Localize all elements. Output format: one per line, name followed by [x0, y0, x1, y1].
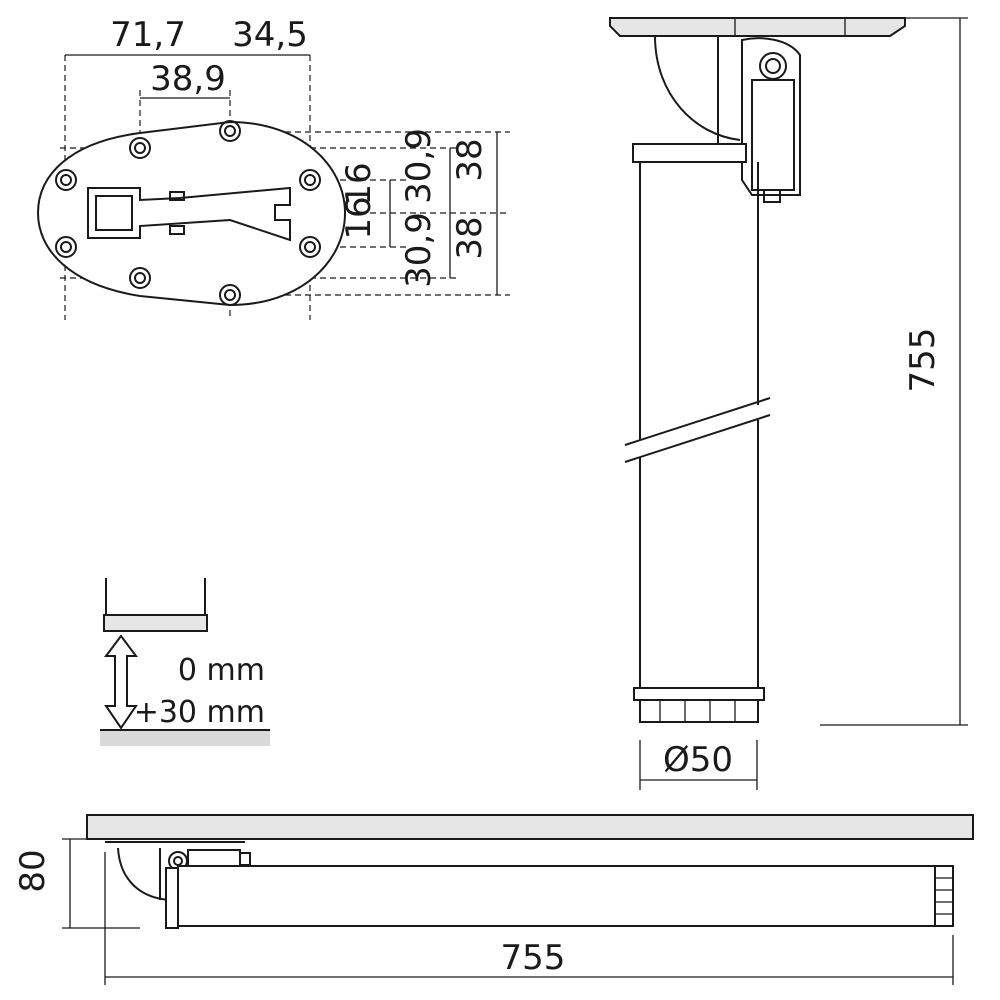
- adjustment-max-label: +30 mm: [134, 695, 265, 730]
- screw-hole-icon: [129, 137, 151, 159]
- floor-surface: [100, 730, 270, 746]
- dim-plate-overall: 71,7: [110, 15, 186, 55]
- upright-leg-view: 755 Ø50: [609, 17, 968, 790]
- dim-plate-inner: 38,9: [150, 59, 226, 99]
- screw-hole-icon: [129, 267, 151, 289]
- dim-slot-upper: 16: [339, 162, 379, 205]
- screw-hole-icon: [55, 236, 77, 258]
- mounting-plate-view: 71,7 34,5 38,9 16 16 30,9 30,9 38 38: [36, 15, 510, 320]
- dim-folded-height: 80: [13, 849, 53, 892]
- double-arrow-icon: [104, 634, 138, 730]
- screw-hole-icon: [299, 236, 321, 258]
- adjustment-min-label: 0 mm: [178, 653, 265, 688]
- dim-leg-height: 755: [903, 328, 943, 393]
- dim-outer-upper: 38: [450, 138, 490, 181]
- screw-hole-icon: [219, 120, 241, 142]
- screw-hole-icon: [55, 169, 77, 191]
- folded-leg-view: 80 755: [13, 814, 974, 985]
- dim-hole-lower: 30,9: [399, 212, 439, 288]
- dim-plate-right: 34,5: [232, 15, 308, 55]
- dim-slot-lower: 16: [339, 196, 379, 239]
- screw-hole-icon: [219, 284, 241, 306]
- screw-hole-icon: [299, 169, 321, 191]
- dim-folded-length: 755: [501, 938, 566, 978]
- dim-leg-diameter: Ø50: [663, 740, 733, 780]
- dim-hole-upper: 30,9: [399, 128, 439, 204]
- adjustment-detail: 0 mm +30 mm: [100, 578, 270, 746]
- dim-outer-lower: 38: [450, 216, 490, 259]
